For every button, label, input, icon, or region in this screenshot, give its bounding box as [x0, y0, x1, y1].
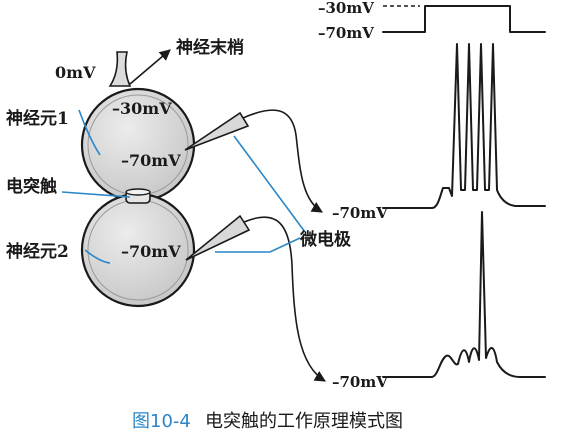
neuron-1-recording-trace	[382, 43, 546, 209]
stim-high-label: –30mV	[318, 0, 374, 17]
neuron-2-recording-trace	[382, 211, 546, 378]
synapse-pointer	[61, 191, 131, 198]
zero-mv-label: 0mV	[55, 63, 96, 82]
microelectrode-label: 微电极	[299, 229, 351, 250]
neuron-2-pointer	[84, 249, 111, 264]
trace2-baseline-label: –70mV	[332, 373, 388, 391]
electrical-synapse-label: 电突触	[6, 176, 57, 197]
neuron1-top-potential: –30mV	[112, 99, 172, 118]
nerve-terminal	[108, 49, 171, 87]
recording-lead-2	[243, 216, 326, 382]
trace1-baseline-label: –70mV	[332, 204, 388, 222]
neuron-1-pointer	[78, 109, 101, 156]
stim-low-label: –70mV	[318, 24, 374, 42]
figure-number: 图10-4	[132, 411, 191, 432]
recording-lead-1	[242, 109, 323, 213]
gap-junction	[125, 188, 151, 204]
neuron2-label: 神经元2	[6, 241, 69, 262]
neuron2-inner-potential: –70mV	[121, 242, 181, 261]
microelectrode-1	[184, 111, 250, 151]
nerve-terminal-label: 神经末梢	[176, 37, 244, 58]
neuron1-inner-potential: –70mV	[121, 151, 181, 170]
nerve-terminal-arrow	[129, 49, 171, 85]
microelectrode-pointer-1	[233, 135, 306, 233]
stimulus-trace: –30mV –70mV	[318, 0, 546, 42]
microelectrode-pointer-2	[215, 237, 301, 253]
neuron1-label: 神经元1	[6, 108, 69, 129]
microelectrode-2	[185, 214, 251, 261]
figure-caption: 电突触的工作原理模式图	[205, 411, 403, 432]
